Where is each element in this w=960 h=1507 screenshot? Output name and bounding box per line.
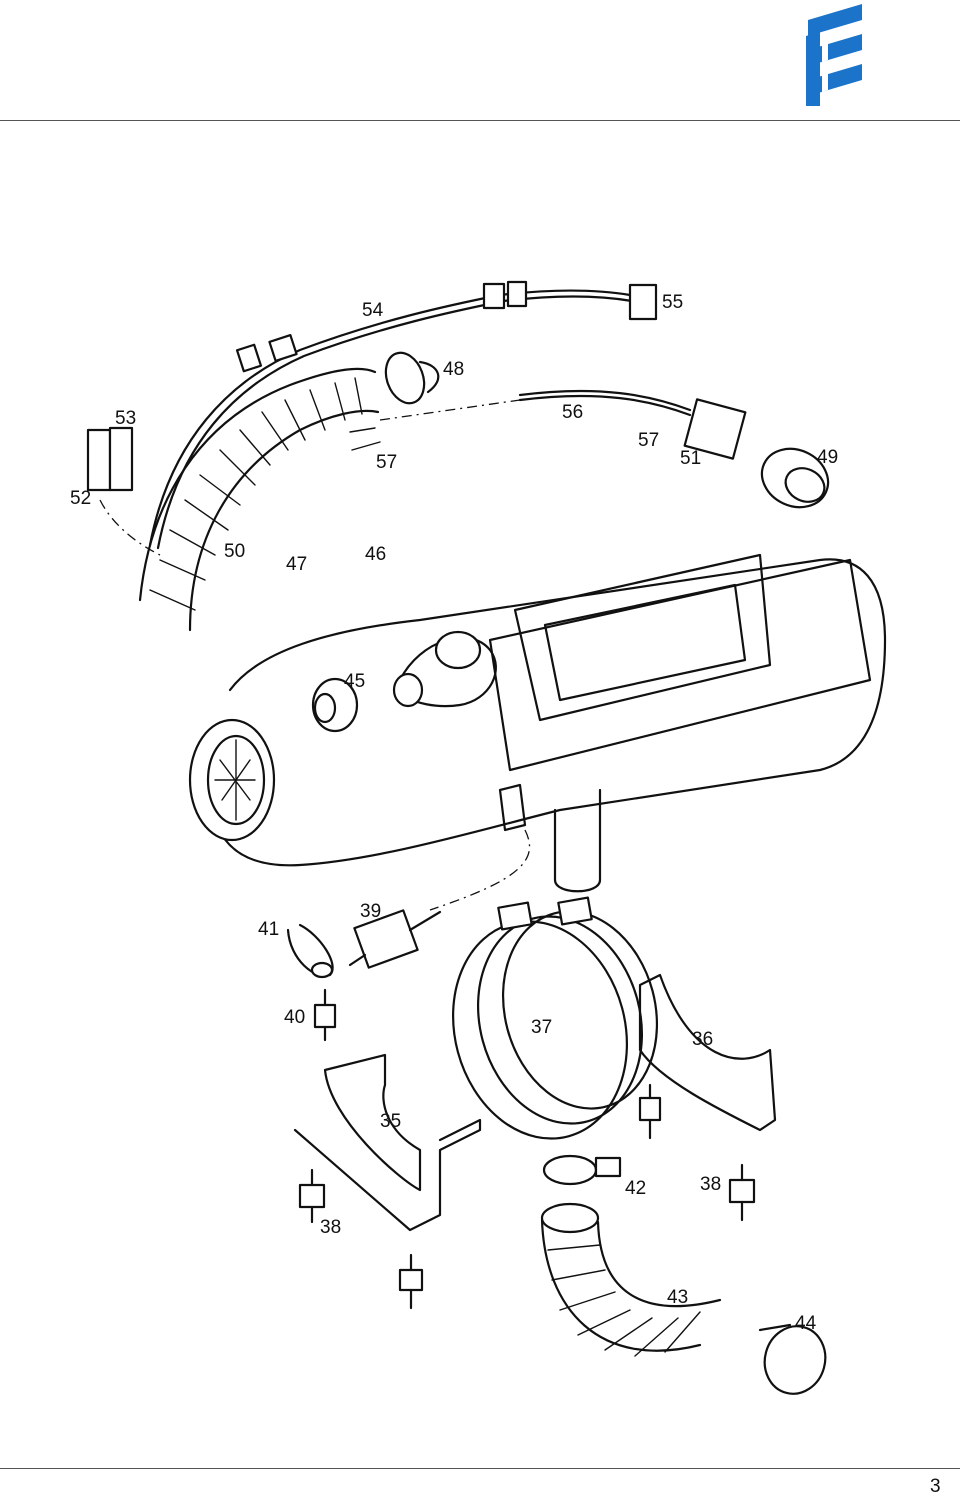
part-label: 43 xyxy=(667,1287,688,1308)
rubber-mounts xyxy=(298,988,756,1310)
mounting-clamps xyxy=(293,973,777,1232)
part-label: 42 xyxy=(625,1178,646,1199)
part-label: 36 xyxy=(692,1029,713,1050)
connector-block xyxy=(86,426,161,556)
part-label: 47 xyxy=(286,554,307,575)
part-label: 39 xyxy=(360,901,381,922)
part-label: 49 xyxy=(817,447,838,468)
page-number: 3 xyxy=(930,1476,941,1497)
part-label: 48 xyxy=(443,359,464,380)
exhaust-pipe xyxy=(429,783,602,911)
part-label: 54 xyxy=(362,300,384,321)
part-label: 44 xyxy=(795,1313,817,1334)
part-label: 46 xyxy=(365,544,386,565)
header-rule xyxy=(0,120,960,121)
wiring-harness xyxy=(148,280,692,550)
hose-clamp-rings xyxy=(452,896,659,1140)
part-label: 53 xyxy=(115,408,136,429)
part-label: 35 xyxy=(380,1111,401,1132)
part-label: 57 xyxy=(638,430,659,451)
part-label: 55 xyxy=(662,292,683,313)
part-label: 50 xyxy=(224,541,245,562)
part-label: 51 xyxy=(680,448,701,469)
part-label: 38 xyxy=(700,1174,721,1195)
corrugated-hose xyxy=(138,351,440,632)
part-label: 52 xyxy=(70,488,91,509)
control-switch xyxy=(349,398,830,509)
exhaust-flex-pipe xyxy=(540,1154,827,1395)
brand-logo-icon xyxy=(806,4,862,106)
part-labels: 54 55 48 53 56 57 57 51 49 52 50 47 46 4… xyxy=(70,292,838,1334)
fuel-pump xyxy=(286,909,442,979)
heater-body xyxy=(188,553,887,867)
part-label: 57 xyxy=(376,452,397,473)
part-label: 38 xyxy=(320,1217,341,1238)
part-label: 56 xyxy=(562,402,583,423)
part-label: 40 xyxy=(284,1007,305,1028)
part-label: 37 xyxy=(531,1017,552,1038)
part-label: 41 xyxy=(258,919,279,940)
part-label: 45 xyxy=(344,671,365,692)
footer-rule xyxy=(0,1468,960,1469)
